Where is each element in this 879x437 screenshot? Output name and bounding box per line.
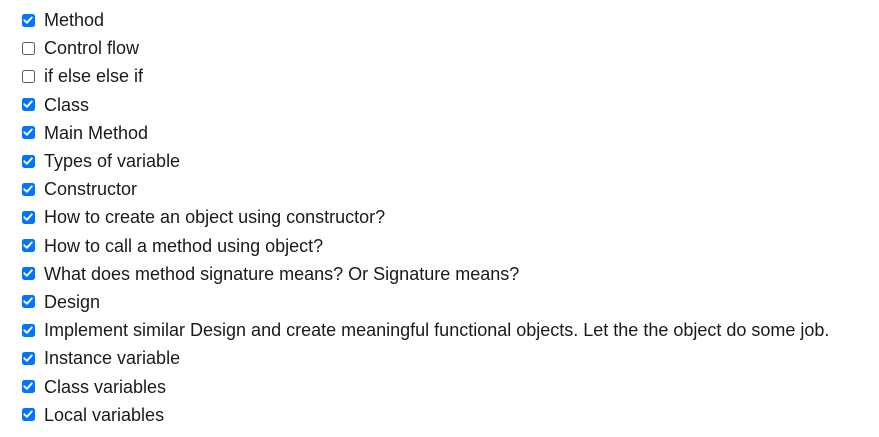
checklist-item-create-object[interactable]: How to create an object using constructo… [22, 203, 829, 231]
checklist-item-label: Main Method [44, 122, 149, 143]
checklist-item-constructor[interactable]: Constructor [22, 175, 829, 203]
checkmark-icon [23, 382, 33, 390]
checklist-item-label: What does method signature means? Or Sig… [44, 263, 520, 284]
checklist-item-types-of-variable[interactable]: Types of variable [22, 147, 829, 175]
checkbox[interactable] [22, 210, 35, 224]
checklist-item-call-method[interactable]: How to call a method using object? [22, 232, 829, 260]
checkbox[interactable] [22, 380, 35, 394]
checklist-item-method-signature[interactable]: What does method signature means? Or Sig… [22, 260, 829, 288]
checkmark-icon [23, 269, 33, 278]
checklist-item-label: How to create an object using constructo… [44, 207, 386, 228]
checkmark-icon [23, 213, 33, 221]
checklist-item-label: Method [44, 10, 105, 31]
checkbox[interactable] [22, 154, 35, 168]
checklist-item-design[interactable]: Design [22, 288, 829, 316]
checklist-item-label: How to call a method using object? [44, 235, 324, 256]
checkmark-icon [23, 156, 33, 165]
checklist-item-control-flow[interactable]: Control flow [22, 34, 829, 62]
checkbox[interactable] [22, 41, 35, 55]
checkmark-icon [23, 326, 33, 334]
checkmark-icon [23, 410, 33, 418]
checkbox[interactable] [22, 126, 35, 140]
checklist-item-label: Constructor [44, 179, 138, 200]
checklist-item-method[interactable]: Method [22, 6, 829, 34]
checkmark-icon [23, 185, 33, 193]
topic-checklist: Method Control flow if else else if Clas… [22, 6, 829, 429]
checklist-item-label: Design [44, 291, 101, 312]
checklist-item-label: Class [44, 94, 90, 115]
checkbox[interactable] [22, 182, 35, 196]
checklist-item-implement-design[interactable]: Implement similar Design and create mean… [22, 316, 829, 344]
checklist-item-label: Class variables [44, 376, 167, 397]
checkbox[interactable] [22, 13, 35, 27]
checkbox[interactable] [22, 239, 35, 253]
checklist-item-label: if else else if [44, 66, 144, 87]
checkbox[interactable] [22, 267, 35, 281]
checkmark-icon [23, 16, 33, 24]
checkbox[interactable] [22, 408, 35, 422]
checklist-item-if-else[interactable]: if else else if [22, 62, 829, 90]
checklist-item-label: Local variables [44, 404, 165, 425]
checkbox[interactable] [22, 295, 35, 309]
checkmark-icon [23, 297, 33, 306]
checklist-item-label: Control flow [44, 38, 140, 59]
checkbox[interactable] [22, 69, 35, 83]
checklist-item-label: Implement similar Design and create mean… [44, 320, 830, 341]
checkmark-icon [23, 100, 33, 108]
checkmark-icon [23, 128, 33, 137]
checkmark-icon [23, 354, 33, 362]
checklist-item-main-method[interactable]: Main Method [22, 119, 829, 147]
checklist-item-class[interactable]: Class [22, 91, 829, 119]
checkbox[interactable] [22, 98, 35, 112]
checklist-item-class-variables[interactable]: Class variables [22, 372, 829, 400]
checkbox[interactable] [22, 323, 35, 337]
checkbox[interactable] [22, 351, 35, 365]
checklist-item-local-variables[interactable]: Local variables [22, 401, 829, 429]
checklist-item-label: Types of variable [44, 151, 181, 172]
checkmark-icon [23, 241, 33, 249]
checklist-item-instance-variable[interactable]: Instance variable [22, 344, 829, 372]
checklist-item-label: Instance variable [44, 348, 181, 369]
